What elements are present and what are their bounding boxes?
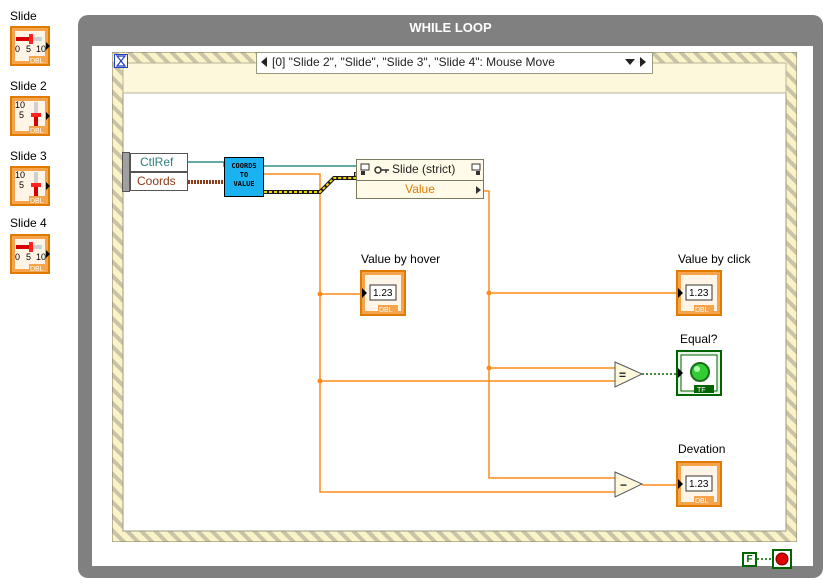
dtype-label: TF: [697, 387, 706, 394]
control-label-slide-2: Slide 2: [10, 79, 47, 93]
slide-control-vertical-icon[interactable]: 10 5 DBL: [10, 166, 50, 206]
dtype-label: DBL: [30, 128, 44, 135]
coords-to-value-subvi[interactable]: COORDS TO VALUE: [224, 157, 264, 197]
control-label-slide-3: Slide 3: [10, 149, 47, 163]
reference-in-icon: [360, 163, 370, 175]
property-node-header: [357, 160, 483, 181]
tick-label: 5: [26, 44, 31, 54]
event-case-selector[interactable]: [256, 52, 653, 74]
numeric-display: 1.23: [689, 479, 709, 490]
dtype-label: DBL: [695, 498, 709, 505]
event-data-node-handle[interactable]: [122, 152, 130, 192]
equal-operator[interactable]: =: [614, 361, 644, 388]
reference-out-icon: [471, 163, 481, 175]
subvi-text: VALUE: [233, 180, 255, 188]
tick-label: 10: [15, 100, 25, 110]
control-label-slide: Slide: [10, 9, 37, 23]
hover-value-wire[interactable]: [264, 173, 616, 493]
dtype-label: DBL: [30, 198, 44, 205]
subtract-operator[interactable]: −: [614, 471, 644, 498]
wire-junction: [486, 290, 492, 296]
coords-terminal-label: Coords: [137, 174, 176, 188]
subvi-text: TO: [239, 171, 249, 179]
tick-label: 0: [15, 252, 20, 262]
refnum-wire[interactable]: [264, 172, 357, 193]
tick-label: 5: [26, 252, 31, 262]
click-value-wire[interactable]: [480, 190, 616, 479]
stop-condition-icon[interactable]: [772, 549, 792, 569]
tick-label: 10: [15, 170, 25, 180]
ctlref-terminal[interactable]: CtlRef: [130, 153, 188, 172]
stop-wire: [757, 558, 773, 560]
ctlref-wire[interactable]: [188, 161, 225, 167]
deviation-indicator[interactable]: 1.23 DBL: [676, 461, 722, 507]
dtype-label: DBL: [379, 307, 393, 314]
previous-case-arrow-icon[interactable]: [259, 56, 269, 68]
tick-label: 10: [36, 44, 46, 54]
while-loop-title: WHILE LOOP: [409, 20, 492, 35]
numeric-display: 1.23: [373, 288, 393, 299]
tick-label: 0: [15, 44, 20, 54]
tick-label: 10: [36, 252, 46, 262]
value-by-hover-indicator[interactable]: 1.23 DBL: [360, 270, 406, 316]
case-dropdown-icon[interactable]: [624, 56, 636, 68]
value-by-click-label: Value by click: [678, 252, 751, 266]
dtype-label: DBL: [30, 266, 44, 273]
slide-control-horizontal-icon[interactable]: 0 5 10 DBL: [10, 234, 50, 274]
event-case-label: [0] "Slide 2", "Slide", "Slide 3", "Slid…: [272, 55, 555, 69]
equal-operator-symbol: =: [619, 368, 626, 382]
key-icon: [374, 166, 389, 174]
slide-control-horizontal-icon[interactable]: 0 5 10 DBL: [10, 26, 50, 66]
ctlref-terminal-label: CtlRef: [140, 155, 174, 169]
slide-property-node[interactable]: Slide (strict) Value: [356, 159, 484, 199]
subvi-text: COORDS: [231, 162, 257, 170]
coords-terminal[interactable]: Coords: [130, 172, 188, 191]
tick-label: 5: [19, 110, 24, 120]
property-value-label: Value: [405, 182, 435, 196]
refnum-wire[interactable]: [264, 172, 358, 194]
deviation-label: Devation: [678, 442, 726, 456]
wire-junction: [317, 378, 323, 384]
hourglass-icon[interactable]: [114, 54, 128, 68]
subtract-operator-symbol: −: [620, 478, 627, 492]
slide-control-vertical-icon[interactable]: 10 5 DBL: [10, 96, 50, 136]
wire-junction: [317, 291, 323, 297]
equal-boolean-indicator[interactable]: TF: [676, 350, 722, 396]
property-node-class: Slide (strict): [392, 162, 456, 176]
equal-label: Equal?: [680, 332, 718, 346]
value-by-click-indicator[interactable]: 1.23 DBL: [676, 270, 722, 316]
wire-junction: [486, 365, 492, 371]
numeric-display: 1.23: [689, 288, 709, 299]
value-by-hover-label: Value by hover: [361, 252, 441, 266]
dtype-label: DBL: [695, 307, 709, 314]
next-case-arrow-icon[interactable]: [638, 56, 648, 68]
tick-label: 5: [19, 180, 24, 190]
control-label-slide-4: Slide 4: [10, 216, 47, 230]
false-constant[interactable]: F: [742, 552, 757, 567]
dtype-label: DBL: [30, 58, 44, 65]
output-arrow-icon: [476, 186, 481, 194]
